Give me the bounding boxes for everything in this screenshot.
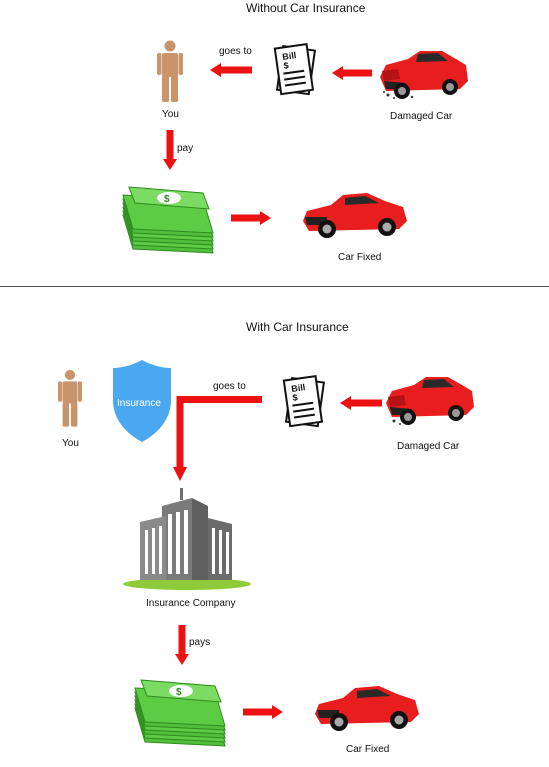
bill-dollar: $ <box>282 60 290 71</box>
you-label: You <box>162 109 179 120</box>
insurance-shield-label: Insurance <box>117 398 161 409</box>
goes-to-label: goes to <box>213 381 246 392</box>
damaged-car-label: Damaged Car <box>390 111 453 122</box>
car-fixed-label: Car Fixed <box>346 744 390 755</box>
person-icon <box>157 40 183 102</box>
person-icon <box>58 369 82 427</box>
bill-dollar: $ <box>291 392 299 403</box>
arrow-icon <box>243 705 283 719</box>
damaged-car-icon <box>376 47 470 103</box>
bill-icon <box>270 42 320 98</box>
pay-label: pay <box>177 143 194 154</box>
arrow-icon <box>210 63 252 77</box>
car-fixed-label: Car Fixed <box>338 252 382 263</box>
shield-icon <box>113 360 171 442</box>
svg-text:$: $ <box>176 687 182 698</box>
company-label: Insurance Company <box>146 598 236 609</box>
pays-label: pays <box>189 637 211 648</box>
arrow-icon <box>175 625 189 665</box>
money-icon: $ <box>134 678 226 747</box>
bill-text: Bill $ <box>282 50 298 71</box>
bill-text: Bill $ <box>291 382 307 403</box>
arrow-icon <box>231 211 271 225</box>
goes-to-label: goes to <box>219 46 252 57</box>
money-icon: $ <box>122 185 214 254</box>
svg-text:$: $ <box>164 194 170 205</box>
damaged-car-label: Damaged Car <box>397 441 460 452</box>
arrow-icon <box>170 391 262 481</box>
section-title-without: Without Car Insurance <box>246 1 366 15</box>
car-icon <box>301 187 409 243</box>
bill-icon <box>279 374 329 430</box>
building-icon <box>122 488 252 590</box>
car-icon <box>313 680 421 736</box>
arrow-icon <box>163 130 177 170</box>
you-label: You <box>62 438 79 449</box>
section-title-with: With Car Insurance <box>246 320 349 334</box>
section-divider <box>0 286 549 287</box>
arrow-icon <box>340 396 382 410</box>
damaged-car-icon <box>382 373 476 429</box>
arrow-icon <box>332 66 372 80</box>
